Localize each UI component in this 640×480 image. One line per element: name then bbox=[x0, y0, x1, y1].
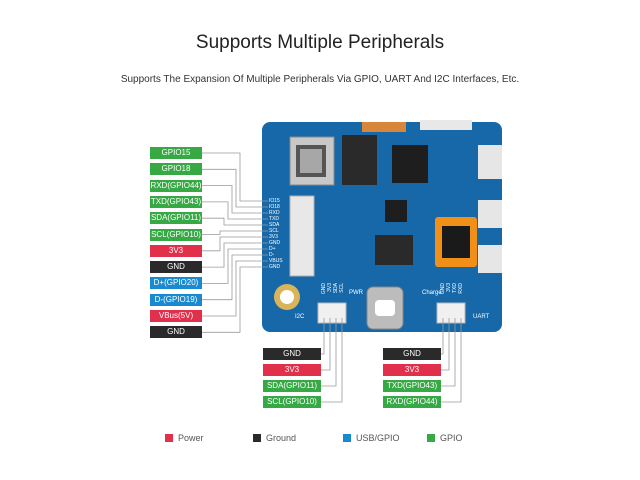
wire bbox=[441, 318, 462, 403]
pin-label: SDA(GPIO11) bbox=[263, 380, 321, 392]
page-title: Supports Multiple Peripherals bbox=[195, 32, 445, 53]
wire bbox=[202, 185, 268, 214]
pwr-silk-label: PWR bbox=[349, 290, 363, 296]
wire bbox=[321, 318, 343, 403]
pin-label: RXD(GPIO44) bbox=[150, 179, 202, 192]
wire-lines bbox=[202, 152, 462, 403]
pin-label: GND bbox=[150, 326, 202, 339]
wire bbox=[202, 230, 268, 235]
charge-silk-label: Charge bbox=[422, 290, 442, 296]
header-silk-text: VBUS bbox=[269, 258, 283, 264]
pin-label: 3V3 bbox=[150, 244, 202, 257]
wire bbox=[202, 266, 268, 333]
wire bbox=[202, 217, 268, 226]
pin-label: 3V3 bbox=[263, 364, 321, 376]
wire bbox=[321, 318, 325, 355]
i2c-connector bbox=[317, 302, 347, 324]
header-silk-text: 3V3 bbox=[269, 234, 278, 240]
pin-label: 3V3 bbox=[383, 364, 441, 376]
right-connector-2 bbox=[478, 200, 502, 228]
header-silk-text: IO18 bbox=[269, 204, 280, 210]
wire bbox=[202, 254, 268, 301]
header-silk-text: GND bbox=[269, 240, 281, 246]
legend-swatch bbox=[427, 434, 435, 442]
header-silk-text: SDA bbox=[269, 222, 280, 228]
legend-swatch bbox=[165, 434, 173, 442]
wire bbox=[202, 201, 268, 220]
header-silk-text: RXD bbox=[269, 210, 280, 216]
display-edge bbox=[420, 120, 472, 130]
uart-silk-label: UART bbox=[473, 314, 490, 320]
pin-label: SDA(GPIO11) bbox=[150, 212, 202, 225]
pin-label: GND bbox=[150, 261, 202, 274]
header-silk-text: IO15 bbox=[269, 198, 280, 204]
pin-label: TXD(GPIO43) bbox=[150, 195, 202, 208]
wire bbox=[202, 236, 268, 252]
header-silk-text: GND bbox=[269, 264, 281, 270]
chip-mid bbox=[392, 145, 428, 183]
pin-label: TXD(GPIO43) bbox=[383, 380, 441, 392]
pin-label: RXD(GPIO44) bbox=[383, 396, 441, 408]
legend-swatch bbox=[253, 434, 261, 442]
i2c-silk-label: I2C bbox=[295, 314, 305, 320]
uart-connector bbox=[436, 302, 466, 324]
header-silk-text: D- bbox=[269, 252, 275, 258]
wire bbox=[321, 318, 337, 387]
pin-label: VBus(5V) bbox=[150, 310, 202, 322]
wire bbox=[202, 242, 268, 268]
pin-label: SCL(GPIO10) bbox=[263, 396, 321, 408]
pin-label: GND bbox=[383, 348, 441, 360]
header-silk-text: TXD bbox=[269, 216, 279, 222]
flex-cable bbox=[362, 122, 406, 132]
wire bbox=[202, 152, 268, 202]
legend-label: GPIO bbox=[440, 433, 463, 443]
pin-label: GND bbox=[263, 348, 321, 360]
legend-swatch bbox=[343, 434, 351, 442]
pin-label: D-(GPIO19) bbox=[150, 293, 202, 306]
wire bbox=[202, 260, 268, 317]
wire bbox=[441, 318, 450, 371]
pin-label: GPIO18 bbox=[150, 163, 202, 176]
header-silk-text: SCL bbox=[269, 228, 279, 234]
wire bbox=[441, 318, 456, 387]
legend-label: Power bbox=[178, 433, 204, 443]
legend-label: USB/GPIO bbox=[356, 433, 400, 443]
wire bbox=[202, 248, 268, 284]
page-subtitle: Supports The Expansion Of Multiple Perip… bbox=[120, 74, 520, 85]
pin-label: D+(GPIO20) bbox=[150, 277, 202, 290]
wire bbox=[321, 318, 331, 371]
gpio-header bbox=[289, 195, 315, 277]
pin-label: SCL(GPIO10) bbox=[150, 228, 202, 241]
chip-top bbox=[342, 135, 377, 185]
connector-silk-text: SCL bbox=[339, 283, 345, 293]
pin-label: GPIO15 bbox=[150, 147, 202, 159]
chip-center bbox=[375, 235, 413, 265]
right-connector-1 bbox=[478, 145, 502, 179]
wire bbox=[202, 168, 268, 208]
right-connector-3 bbox=[478, 245, 502, 273]
legend-label: Ground bbox=[266, 433, 297, 443]
chip-small bbox=[385, 200, 407, 222]
wire bbox=[441, 318, 444, 355]
connector-silk-text: RXD bbox=[458, 283, 464, 294]
header-silk-text: D+ bbox=[269, 246, 276, 252]
